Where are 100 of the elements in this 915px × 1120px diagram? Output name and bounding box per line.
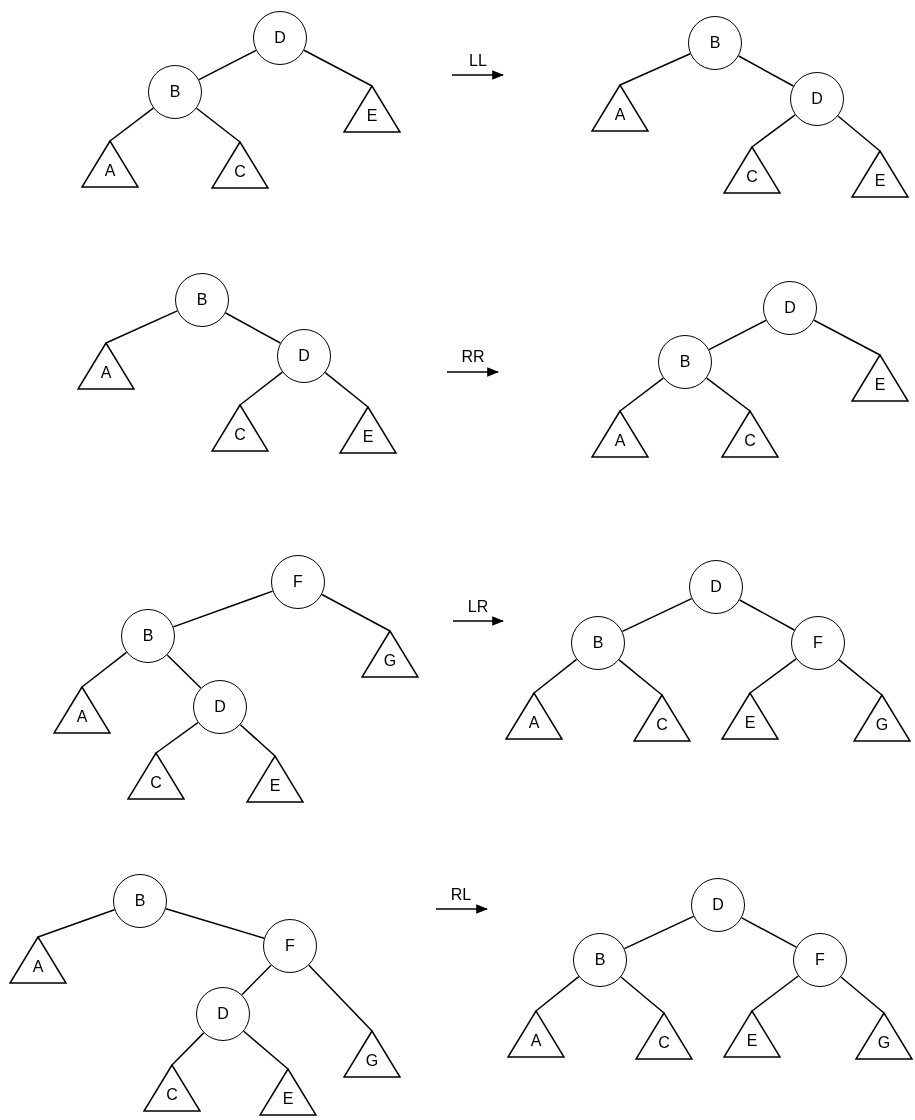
tree-edge: [303, 49, 373, 87]
subtree-triangle: [721, 692, 779, 740]
node-label: E: [873, 172, 887, 190]
tree-node-circle: [658, 335, 712, 389]
node-label: A: [613, 106, 627, 124]
tree-edge: [533, 658, 578, 694]
tree-edge: [708, 319, 767, 351]
tree-edge: [171, 1032, 205, 1066]
tree-node-circle: [277, 329, 331, 383]
tree-edge: [619, 377, 665, 412]
tree-edge: [198, 49, 257, 81]
subtree-triangle: [339, 406, 397, 454]
node-label: D: [784, 299, 796, 317]
tree-node-circle: [790, 72, 844, 126]
subtree-triangle: [211, 141, 269, 189]
tree-edge: [749, 658, 797, 694]
tree-edge: [37, 909, 116, 938]
node-label: E: [873, 376, 887, 394]
tree-edge: [172, 590, 274, 628]
tree-edge: [741, 917, 797, 948]
tree-node-circle: [763, 281, 817, 335]
tree-edge: [623, 915, 695, 950]
node-label: G: [382, 652, 398, 670]
node-label: E: [281, 1090, 295, 1108]
node-label: C: [745, 168, 759, 186]
node-label: D: [274, 29, 286, 47]
node-label: F: [813, 634, 823, 652]
node-label: B: [679, 353, 691, 371]
tree-node-circle: [253, 11, 307, 65]
node-label: C: [743, 432, 757, 450]
tree-node-circle: [573, 933, 627, 987]
node-label: B: [196, 291, 208, 309]
rotation-label: LL: [469, 52, 487, 70]
node-label: C: [149, 774, 163, 792]
tree-edge: [705, 377, 751, 412]
tree-edge: [165, 908, 265, 939]
tree-node-circle: [148, 65, 202, 119]
tree-node-circle: [271, 555, 325, 609]
subtree-triangle: [851, 150, 909, 198]
tree-edge: [837, 115, 881, 152]
tree-edge: [535, 975, 580, 1012]
tree-edge: [838, 659, 883, 696]
tree-edge: [195, 107, 241, 143]
subtree-triangle: [853, 694, 911, 742]
node-label: D: [217, 1005, 229, 1023]
node-label: D: [298, 347, 310, 365]
subtree-triangle: [9, 936, 67, 984]
node-label: B: [592, 634, 604, 652]
node-label: F: [285, 937, 295, 955]
subtree-triangle: [143, 1064, 201, 1112]
node-label: C: [233, 163, 247, 181]
tree-edge: [751, 975, 799, 1012]
node-label: B: [142, 627, 154, 645]
subtree-triangle: [211, 404, 269, 452]
node-label: A: [103, 162, 117, 180]
tree-node-circle: [121, 609, 175, 663]
node-label: C: [165, 1086, 179, 1104]
node-label: E: [743, 714, 757, 732]
tree-edge: [321, 593, 391, 632]
tree-edge: [243, 1030, 289, 1070]
subtree-triangle: [507, 1010, 565, 1058]
tree-edge: [81, 651, 128, 688]
tree-edge: [239, 724, 276, 757]
node-label: B: [594, 951, 606, 969]
subtree-triangle: [53, 686, 111, 734]
node-label: E: [361, 428, 375, 446]
subtree-triangle: [851, 354, 909, 402]
node-label: A: [31, 958, 45, 976]
subtree-triangle: [723, 146, 781, 194]
node-label: E: [268, 777, 282, 795]
node-label: D: [214, 698, 226, 716]
tree-edge: [618, 659, 663, 696]
subtree-triangle: [127, 752, 185, 800]
tree-edge: [155, 721, 199, 754]
subtree-triangle: [77, 342, 135, 390]
subtree-triangle: [721, 410, 779, 458]
node-label: A: [613, 432, 627, 450]
tree-edge: [109, 107, 155, 142]
subtree-triangle: [723, 1010, 781, 1058]
subtree-triangle: [591, 410, 649, 458]
node-label: G: [874, 716, 890, 734]
tree-edge: [813, 319, 881, 356]
tree-edge: [621, 597, 693, 633]
tree-node-circle: [196, 987, 250, 1041]
tree-edge: [840, 976, 885, 1014]
subtree-triangle: [361, 630, 419, 678]
node-label: D: [712, 896, 724, 914]
node-label: A: [529, 1032, 543, 1050]
tree-edge: [751, 114, 796, 148]
node-label: B: [709, 34, 721, 52]
node-label: A: [99, 364, 113, 382]
tree-edge: [737, 55, 795, 87]
tree-edge: [308, 964, 373, 1032]
tree-edge: [224, 312, 282, 344]
subtree-triangle: [635, 1012, 693, 1060]
tree-edge: [105, 310, 178, 344]
tree-edge: [166, 654, 202, 689]
tree-node-circle: [689, 560, 743, 614]
node-label: B: [134, 892, 146, 910]
node-label: G: [876, 1034, 892, 1052]
